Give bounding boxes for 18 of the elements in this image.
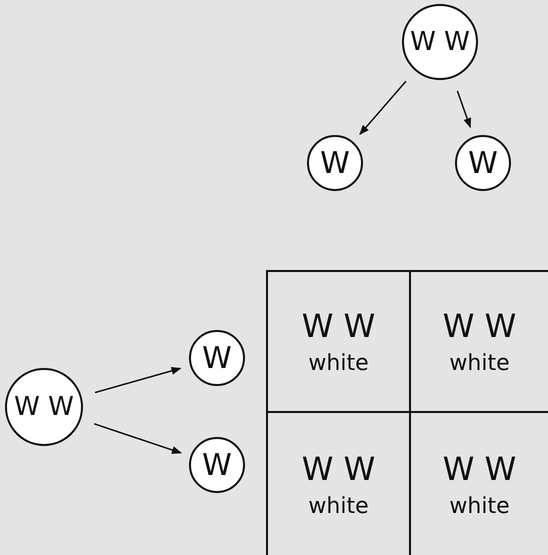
genotype-label: W [202, 448, 232, 482]
phenotype-label: white [449, 351, 510, 376]
genotype-label: W W [442, 450, 516, 488]
arrow [94, 423, 182, 454]
phenotype-label: white [308, 351, 369, 376]
genotype-label: W [468, 146, 498, 180]
phenotype-label: white [308, 494, 369, 518]
arrow [359, 80, 406, 136]
genotype-label: W W [14, 392, 74, 422]
arrow [456, 90, 472, 128]
genotype-label: W W [442, 307, 516, 345]
genotype-label: W W [302, 450, 376, 488]
genotype-label: W W [302, 307, 376, 345]
genotype-label: W [202, 340, 232, 376]
arrow [94, 366, 182, 394]
genotype-label: W W [410, 27, 470, 57]
phenotype-label: white [449, 494, 510, 518]
genotype-label: W [320, 146, 350, 180]
